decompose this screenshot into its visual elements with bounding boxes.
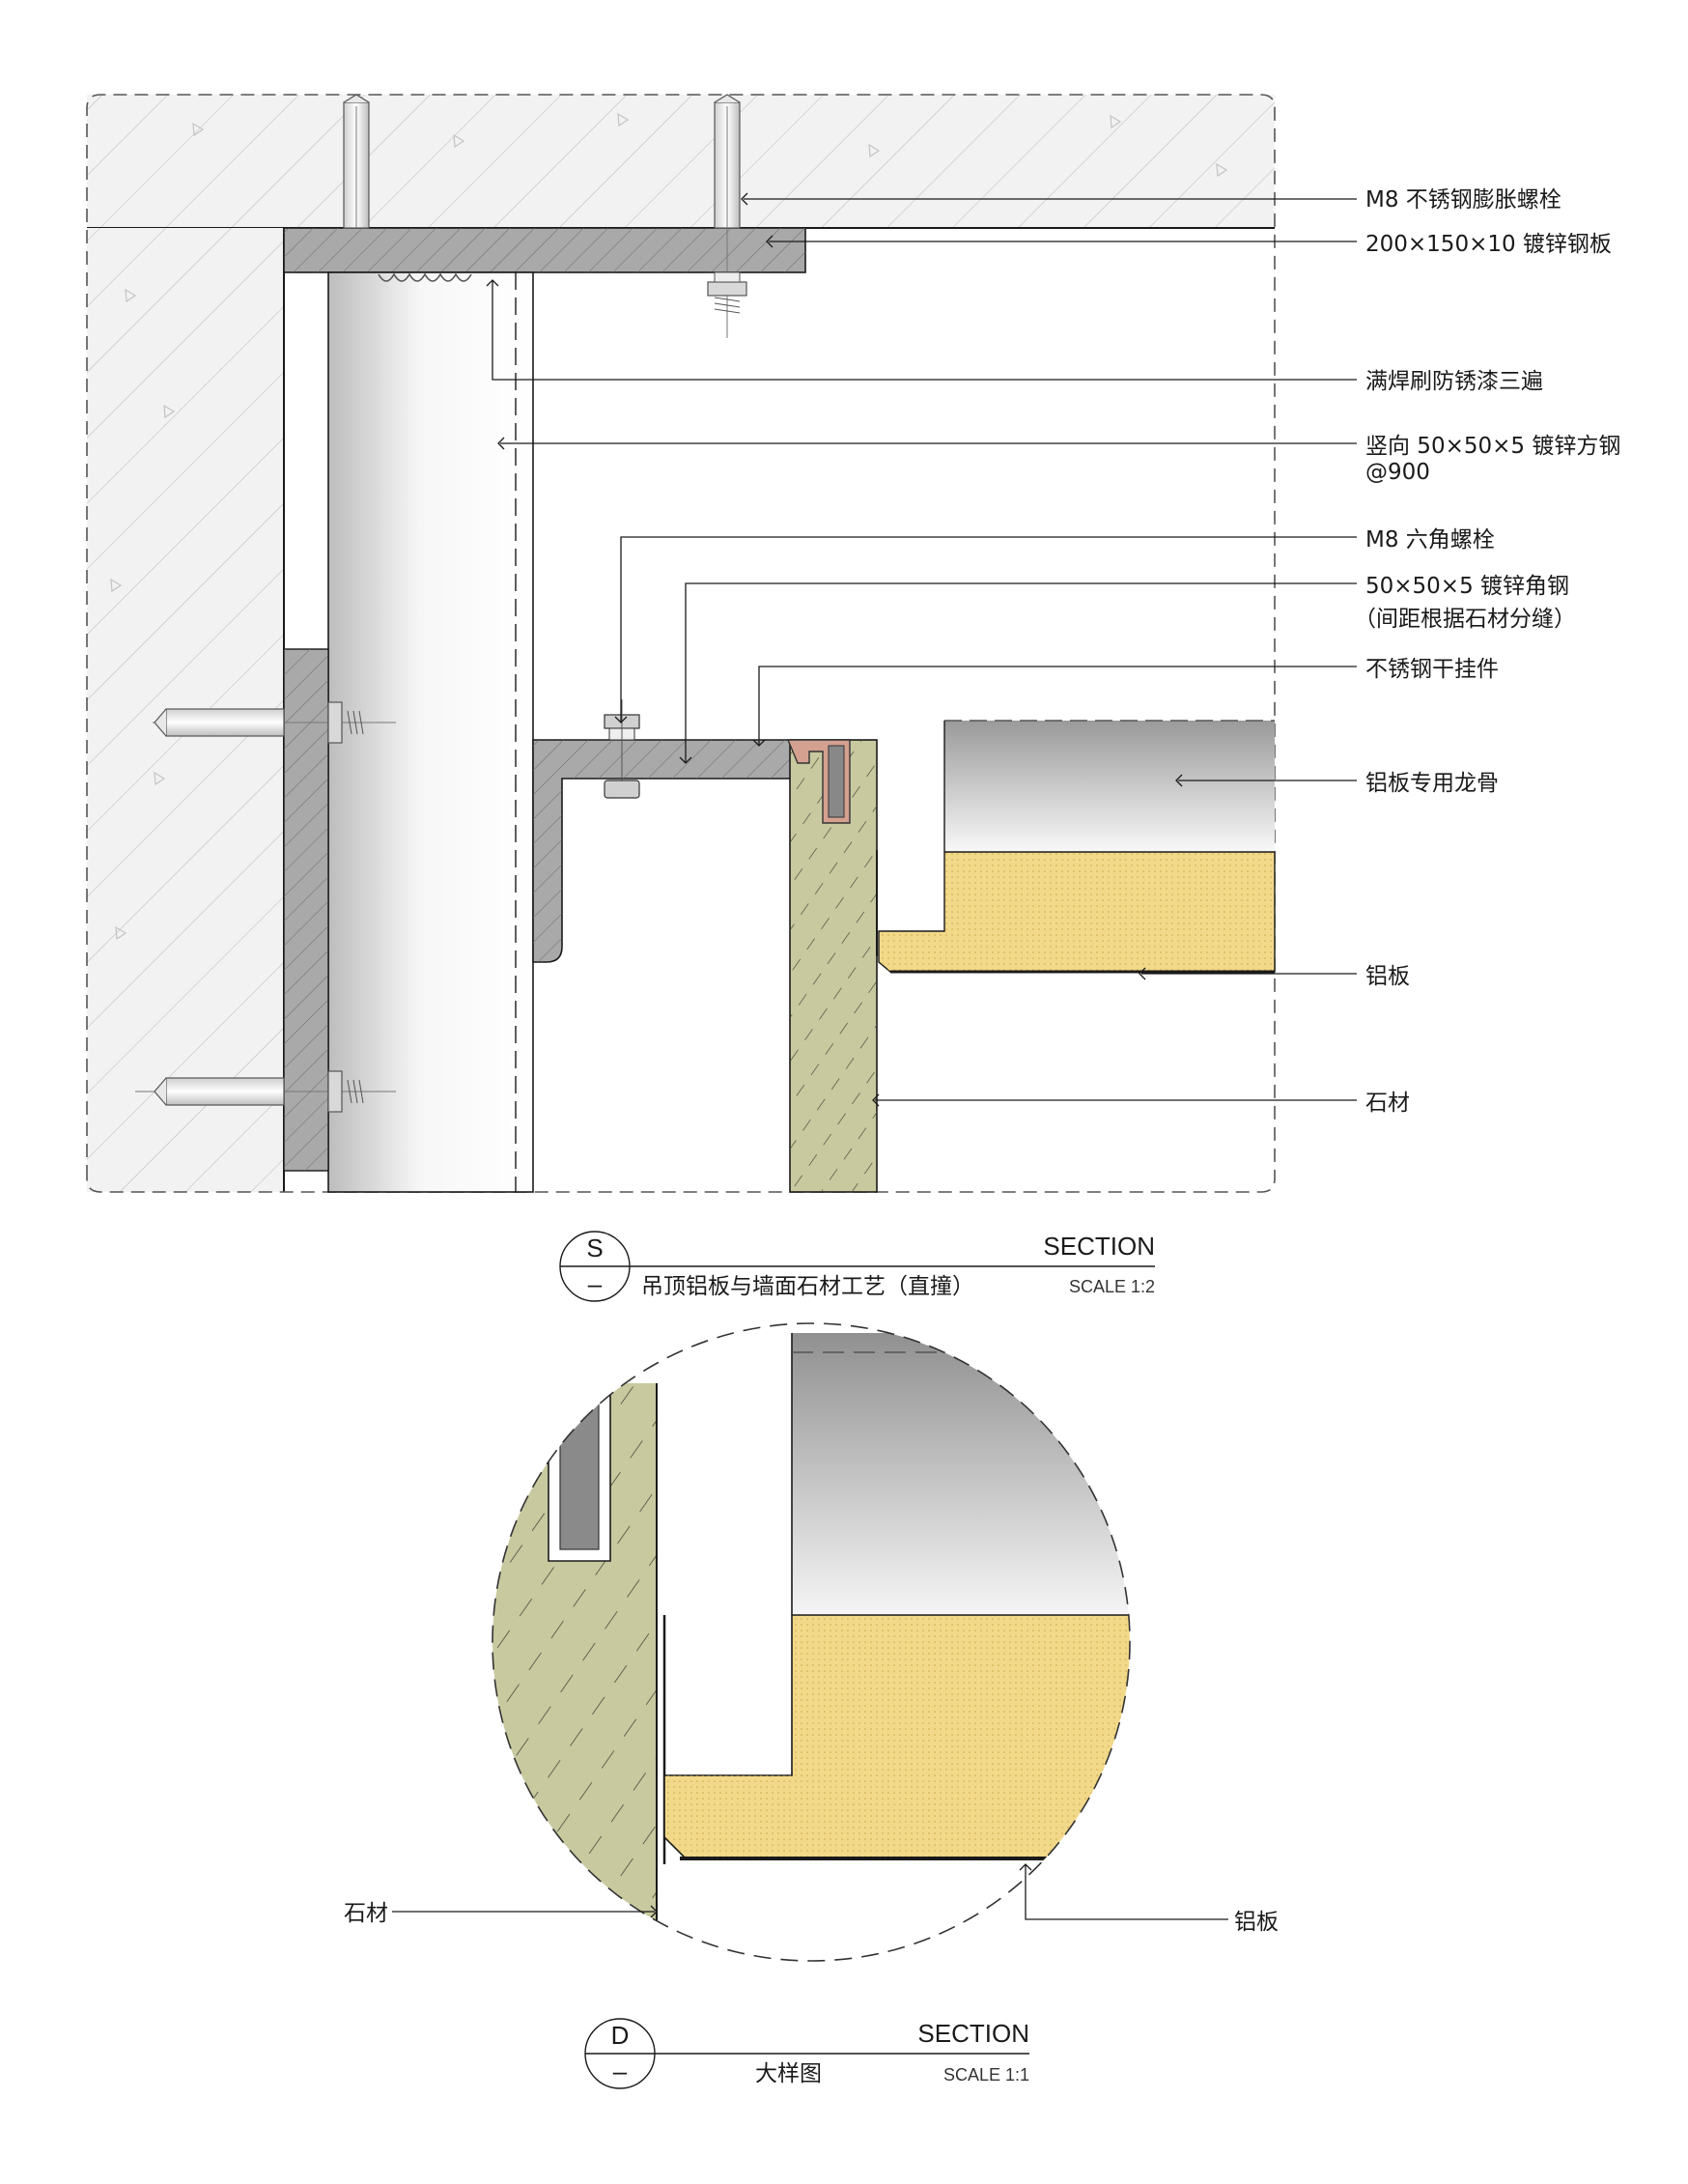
heading-d: SECTION: [917, 2019, 1029, 2048]
wall-expansion-bolt-upper: [153, 701, 396, 744]
label-expansion-bolt: M8 不锈钢膨胀螺栓: [1365, 187, 1561, 213]
label-angle-steel-note: （间距根据石材分缝）: [1354, 607, 1576, 632]
label-aluminum-panel: 铝板: [1365, 964, 1410, 989]
label-angle-steel: 50×50×5 镀锌角钢: [1365, 574, 1569, 599]
leader-lines: [486, 192, 1357, 1107]
scale-s: SCALE 1:2: [1069, 1277, 1155, 1296]
detail-label-aluminum-panel: 铝板: [1234, 1910, 1279, 1935]
marker-d: D: [611, 2021, 630, 2050]
detail-aluminum-keel: [792, 1333, 1130, 1615]
title-s: 吊顶铝板与墙面石材工艺（直撞）: [641, 1274, 974, 1299]
detail-boundary: [492, 1322, 1131, 1962]
detail-leader-lines: [392, 1863, 1228, 1920]
label-square-tube-spacing: @900: [1365, 460, 1430, 485]
aluminum-panel-keel: [944, 721, 1275, 852]
marker-s: S: [586, 1234, 603, 1262]
label-square-tube: 竖向 50×50×5 镀锌方钢: [1365, 434, 1620, 459]
title-d: 大样图: [755, 2061, 822, 2086]
scale-d: SCALE 1:1: [943, 2065, 1029, 2085]
label-hex-bolt: M8 六角螺栓: [1365, 527, 1495, 553]
label-weld: 满焊刷防锈漆三遍: [1365, 369, 1543, 394]
full-weld-bead: [378, 272, 472, 282]
ceiling-expansion-bolt-right: [707, 94, 747, 338]
section-s: M8 不锈钢膨胀螺栓 200×150×10 镀锌钢板 满焊刷防锈漆三遍 竖向 5…: [86, 94, 1620, 1302]
title-block-s: S – SECTION 吊顶铝板与墙面石材工艺（直撞） SCALE 1:2: [559, 1231, 1155, 1302]
vertical-square-steel-tube: [327, 271, 534, 1193]
marker-s-sub: –: [588, 1269, 603, 1298]
break-boundary: [86, 94, 1276, 1193]
section-d: 石材 铝板 D – SECTION 大样图 SCALE 1:1: [344, 1322, 1279, 2089]
label-steel-plate: 200×150×10 镀锌钢板: [1365, 232, 1612, 257]
marker-d-sub: –: [613, 2056, 628, 2085]
title-block-d: D – SECTION 大样图 SCALE 1:1: [584, 2018, 1029, 2089]
wall-expansion-bolt-lower: [135, 1070, 396, 1113]
label-dry-hanging-clip: 不锈钢干挂件: [1365, 657, 1499, 682]
label-stone: 石材: [1365, 1091, 1410, 1116]
ceiling-expansion-bolt-left: [336, 94, 377, 314]
detail-label-stone: 石材: [344, 1901, 388, 1926]
heading-s: SECTION: [1043, 1232, 1155, 1261]
label-keel: 铝板专用龙骨: [1365, 771, 1499, 796]
